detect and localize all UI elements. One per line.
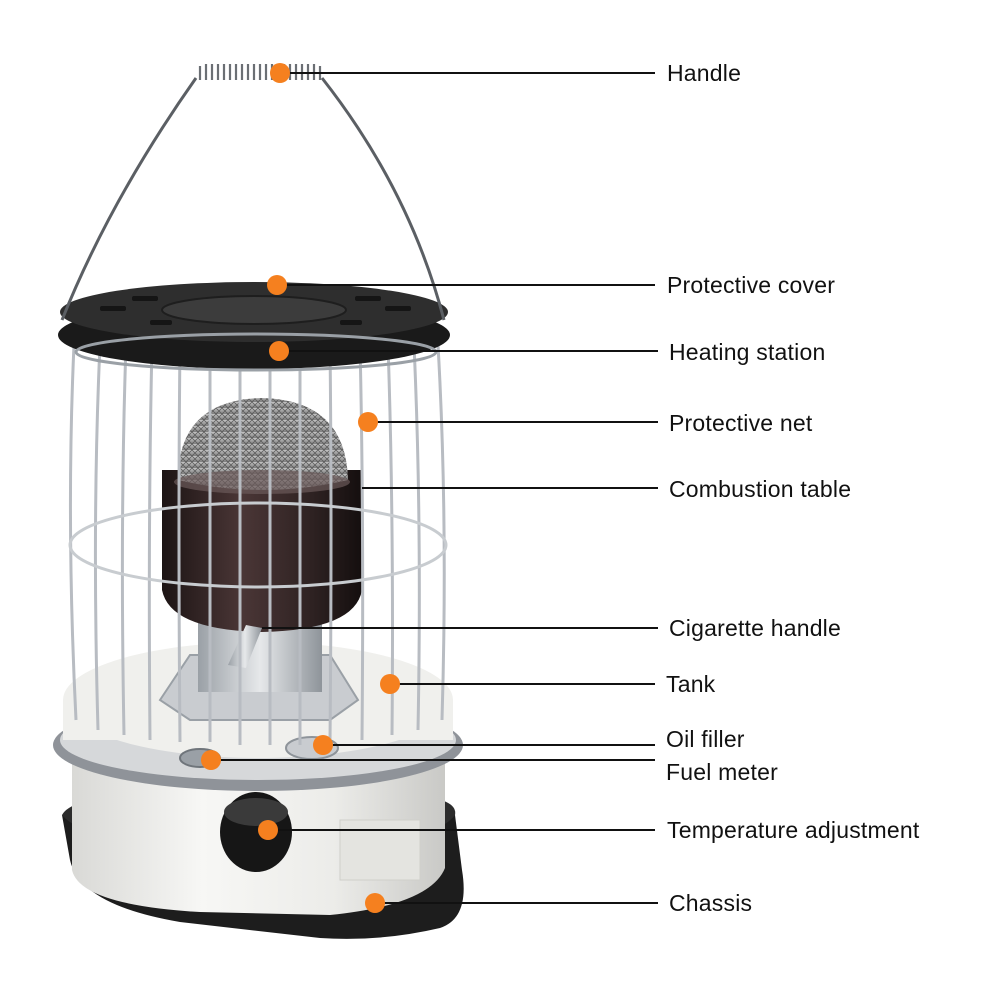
marker-tank [380,674,400,694]
label-chassis: Chassis [669,890,752,916]
marker-temperature-adjustment [258,820,278,840]
temperature-knob-top [224,798,288,826]
label-cigarette-handle: Cigarette handle [669,615,841,641]
cover-vents [100,296,411,325]
burner-rim [174,470,350,494]
marker-handle [270,63,290,83]
label-combustion-table: Combustion table [669,476,851,502]
label-oil-filler: Oil filler [666,726,745,752]
marker-chassis [365,893,385,913]
label-protective-net: Protective net [669,410,813,436]
marker-fuel-meter [201,750,221,770]
combustion-chamber [162,470,362,632]
label-handle: Handle [667,60,741,86]
label-heating-station: Heating station [669,339,825,365]
lever-arm [228,625,262,668]
marker-oil-filler [313,735,333,755]
marker-protective-net [358,412,378,432]
label-protective-cover: Protective cover [667,272,835,298]
protective-cover-recess [161,295,347,325]
burner-mesh-dome [178,398,348,490]
callouts: Handle Protective cover Heating station … [201,60,920,916]
marker-protective-cover [267,275,287,295]
protective-net-ring [68,501,448,589]
handle-wire [60,77,446,321]
kerosene-heater-illustration [53,64,464,939]
label-fuel-meter: Fuel meter [666,759,778,785]
label-tank: Tank [666,671,716,697]
marker-heating-station [269,341,289,361]
label-temperature-adjustment: Temperature adjustment [667,817,920,843]
